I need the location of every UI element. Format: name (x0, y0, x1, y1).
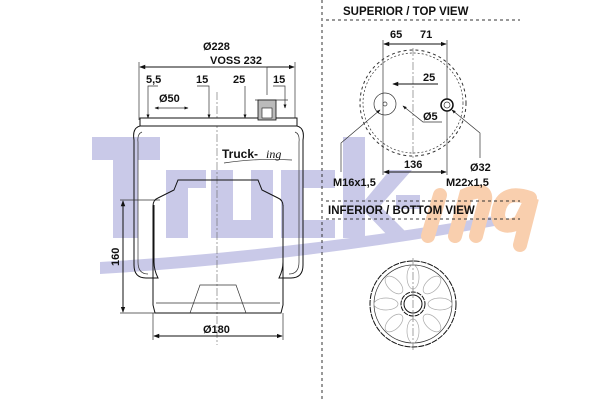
logo-main: Truck- (222, 147, 258, 161)
pin-label: Ø5 (423, 111, 438, 123)
dim-a-label: 5,5 (146, 74, 161, 86)
dim-d-label: 15 (273, 74, 285, 86)
connector-label: VOSS 232 (210, 55, 262, 67)
spacing-label: 136 (404, 159, 422, 171)
bore-label: Ø50 (159, 93, 180, 105)
top-view-title: SUPERIOR / TOP VIEW (343, 6, 469, 18)
bottom-view-title: INFERIOR / BOTTOM VIEW (328, 205, 475, 217)
watermark-suffix-shape (421, 184, 539, 252)
bottom-view: INFERIOR / BOTTOM VIEW (328, 205, 475, 350)
dim-c-label: 25 (233, 74, 245, 86)
dim-b-label: 15 (196, 74, 208, 86)
thread-right-label: M22x1,5 (446, 177, 489, 189)
logo-suffix: ing (266, 147, 281, 161)
dim-right-label: 71 (420, 29, 432, 41)
side-view: Ø228 VOSS 232 5,5 15 25 15 Ø50 160 Ø180 … (110, 41, 304, 345)
offset-label: 25 (423, 72, 435, 84)
watermark-main-shape (92, 137, 500, 274)
diameter-top-label: Ø228 (203, 41, 230, 53)
thread-left-label: M16x1,5 (333, 177, 376, 189)
port-diameter-label: Ø32 (470, 162, 491, 174)
top-view: SUPERIOR / TOP VIEW 65 71 25 Ø5 136 Ø32 … (333, 6, 491, 189)
dim-left-label: 65 (390, 29, 402, 41)
watermark (92, 137, 539, 274)
height-label: 160 (110, 248, 122, 266)
diameter-bottom-label: Ø180 (203, 324, 230, 336)
